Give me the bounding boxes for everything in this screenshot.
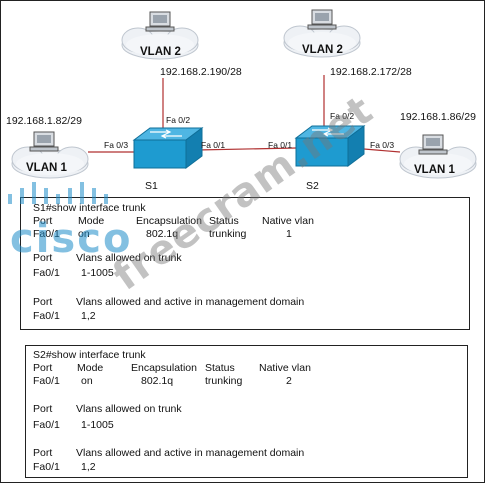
s1-h1-mode: Mode bbox=[78, 215, 105, 227]
link-s1-s2-trunk bbox=[196, 147, 297, 151]
ip-vlan1-left: 192.168.1.82/29 bbox=[6, 115, 82, 127]
s1-h3-port: Port bbox=[33, 296, 53, 308]
s1-h1-status: Status bbox=[209, 215, 239, 227]
s2-r2-port: Fa0/1 bbox=[33, 419, 60, 431]
s2-show-trunk-panel bbox=[25, 345, 468, 478]
s1-h1-native: Native vlan bbox=[262, 215, 314, 227]
s2-r1-status: trunking bbox=[205, 375, 243, 387]
s2-h1-encap: Encapsulation bbox=[131, 362, 197, 374]
s2-r1-encap: 802.1q bbox=[141, 375, 174, 387]
ip-vlan2-left: 192.168.2.190/28 bbox=[160, 66, 242, 78]
s2-h1-mode: Mode bbox=[77, 362, 104, 374]
cisco-watermark: cisco bbox=[10, 216, 133, 262]
cloud-vlan2-left bbox=[121, 27, 199, 60]
switch-label-s2: S2 bbox=[306, 180, 319, 192]
pc-icon-vlan2-left bbox=[145, 11, 175, 32]
cloud-label-vlan1-left: VLAN 1 bbox=[26, 162, 67, 174]
s1-r1-native: 1 bbox=[286, 228, 292, 240]
cisco-logo-bars bbox=[8, 182, 108, 204]
s1-h2-text: Vlans allowed on trunk bbox=[76, 252, 182, 264]
s1-h1-encap: Encapsulation bbox=[136, 215, 202, 227]
s2-h1-native: Native vlan bbox=[259, 362, 311, 374]
port-label-s1-fa02: Fa 0/2 bbox=[166, 115, 191, 125]
switch-s1-icon bbox=[132, 127, 204, 169]
s1-r1-port: Fa0/1 bbox=[33, 228, 60, 240]
s1-r1-encap: 802.1q bbox=[146, 228, 179, 240]
s2-r2-text: 1-1005 bbox=[81, 419, 114, 431]
cloud-vlan1-left bbox=[11, 146, 89, 179]
s2-h1-status: Status bbox=[205, 362, 235, 374]
s2-h2-port: Port bbox=[33, 403, 53, 415]
s2-r1-port: Fa0/1 bbox=[33, 375, 60, 387]
s2-r1-native: 2 bbox=[286, 375, 292, 387]
s2-r3-port: Fa0/1 bbox=[33, 461, 60, 473]
cloud-label-vlan2-left: VLAN 2 bbox=[140, 46, 181, 58]
cloud-vlan2-right bbox=[283, 25, 361, 58]
pc-icon-vlan2-right bbox=[307, 9, 337, 30]
s1-prompt: S1#show interface trunk bbox=[33, 202, 146, 214]
pc-icon-vlan1-right bbox=[418, 134, 448, 155]
s2-h3-text: Vlans allowed and active in management d… bbox=[76, 447, 305, 459]
ip-vlan1-right: 192.168.1.86/29 bbox=[400, 111, 476, 123]
port-label-s2-fa01: Fa 0/1 bbox=[268, 140, 293, 150]
s1-r2-port: Fa0/1 bbox=[33, 267, 60, 279]
s2-prompt: S2#show interface trunk bbox=[33, 349, 146, 361]
switch-label-s1: S1 bbox=[145, 180, 158, 192]
cloud-label-vlan1-right: VLAN 1 bbox=[414, 164, 455, 176]
s2-r1-mode: on bbox=[81, 375, 93, 387]
pc-icon-vlan1-left bbox=[29, 131, 59, 152]
port-label-s2-fa02: Fa 0/2 bbox=[330, 111, 355, 121]
port-label-s1-fa01: Fa 0/1 bbox=[201, 140, 226, 150]
s1-show-trunk-panel bbox=[20, 197, 470, 330]
cloud-label-vlan2-right: VLAN 2 bbox=[302, 44, 343, 56]
switch-s2-icon bbox=[294, 125, 366, 167]
s1-r2-text: 1-1005 bbox=[81, 267, 114, 279]
port-label-s1-fa03: Fa 0/3 bbox=[104, 140, 129, 150]
s2-h3-port: Port bbox=[33, 447, 53, 459]
ip-vlan2-right: 192.168.2.172/28 bbox=[330, 66, 412, 78]
s1-h1-port: Port bbox=[33, 215, 53, 227]
s1-h3-text: Vlans allowed and active in management d… bbox=[76, 296, 305, 308]
s2-r3-text: 1,2 bbox=[81, 461, 96, 473]
s1-h2-port: Port bbox=[33, 252, 53, 264]
s2-h2-text: Vlans allowed on trunk bbox=[76, 403, 182, 415]
cloud-vlan1-right bbox=[399, 146, 477, 179]
port-label-s2-fa03: Fa 0/3 bbox=[370, 140, 395, 150]
s1-r3-port: Fa0/1 bbox=[33, 310, 60, 322]
s1-r1-mode: on bbox=[78, 228, 90, 240]
s1-r3-text: 1,2 bbox=[81, 310, 96, 322]
s2-h1-port: Port bbox=[33, 362, 53, 374]
s1-r1-status: trunking bbox=[209, 228, 247, 240]
